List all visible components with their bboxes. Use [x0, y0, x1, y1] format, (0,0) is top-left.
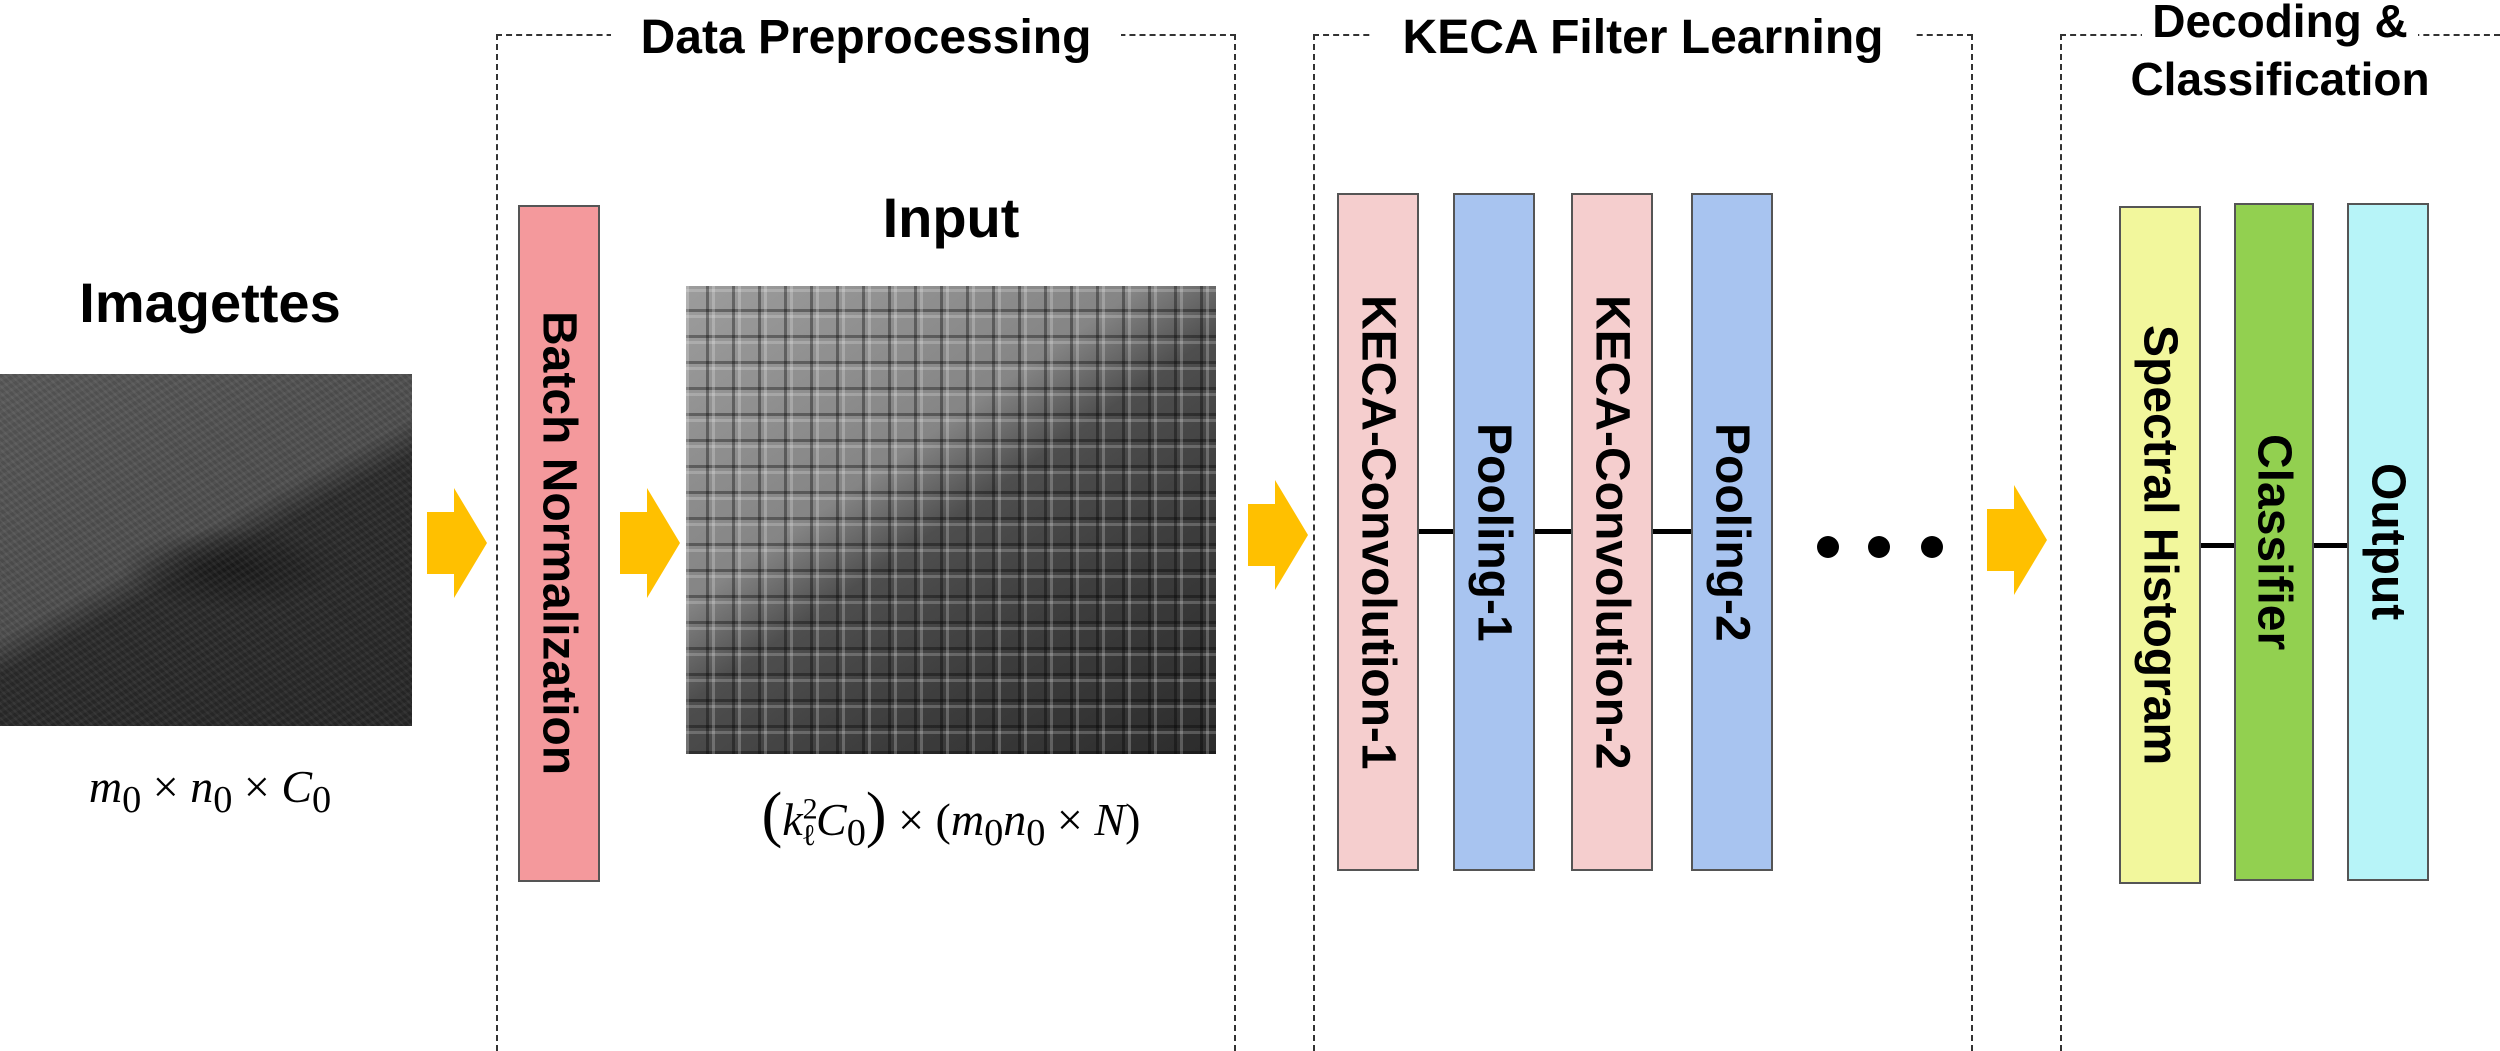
flow-arrow-icon — [1987, 485, 2047, 595]
keca-convolution-1-layer: KECA-Convolution-1 — [1337, 193, 1419, 871]
classifier-layer: Classifier — [2234, 203, 2314, 881]
ellipsis-dot-icon — [1817, 536, 1839, 558]
imagette-image — [0, 374, 412, 726]
keca-filter-learning-title: KECA Filter Learning — [1372, 10, 1914, 66]
flow-arrow-icon — [1248, 480, 1308, 590]
flow-arrow-icon — [620, 488, 680, 598]
decoding-classification-title: Decoding & Classification — [2080, 0, 2480, 108]
pooling-2-layer: Pooling-2 — [1691, 193, 1773, 871]
flow-arrow-icon — [427, 488, 487, 598]
data-preprocessing-title: Data Preprocessing — [610, 10, 1122, 66]
connector-line — [1535, 529, 1571, 534]
pooling-1-layer: Pooling-1 — [1453, 193, 1535, 871]
input-dimensions: (k2ℓC0) × (m0n0 × N) — [761, 781, 1141, 855]
batch-normalization-layer: Batch Normalization — [518, 205, 600, 882]
imagettes-dimensions: m0 × n0 × C0 — [88, 761, 332, 822]
connector-line — [1419, 529, 1453, 534]
spectral-histogram-layer: Spectral Histogram — [2119, 206, 2201, 884]
connector-line — [1653, 529, 1691, 534]
connector-line — [2314, 543, 2347, 548]
input-image — [686, 286, 1216, 754]
keca-convolution-2-layer: KECA-Convolution-2 — [1571, 193, 1653, 871]
ellipsis-dot-icon — [1868, 536, 1890, 558]
data-preprocessing-group: Data Preprocessing — [496, 10, 1236, 1051]
connector-line — [2201, 543, 2234, 548]
keca-filter-learning-group: KECA Filter Learning — [1313, 10, 1973, 1051]
input-title: Input — [882, 186, 1020, 249]
ellipsis-dot-icon — [1921, 536, 1943, 558]
imagettes-title: Imagettes — [79, 271, 341, 334]
output-layer: Output — [2347, 203, 2429, 881]
